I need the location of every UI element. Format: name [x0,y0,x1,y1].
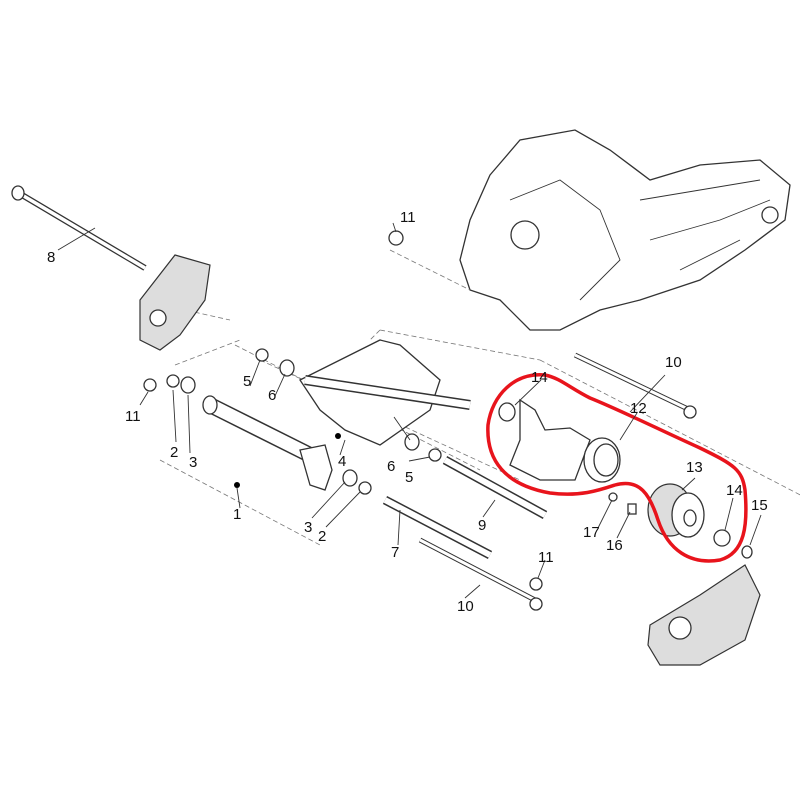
right-cover-plate [647,564,761,666]
left-cover-plate [139,254,211,351]
callout-7: 7 [391,544,399,561]
callout-10: 10 [665,354,682,371]
assembly-guides [139,249,800,546]
callout-17: 17 [583,524,600,541]
part-8-long-bolt [11,185,147,271]
callout-6: 6 [268,387,276,404]
callout-3: 3 [189,454,197,471]
bushings [143,230,543,591]
callout-2: 2 [170,444,178,461]
callout-5: 5 [405,469,413,486]
reference-dot [335,433,341,439]
callout-15: 15 [751,497,768,514]
callout-3: 3 [304,519,312,536]
callout-4: 4 [338,453,346,470]
callout-6: 6 [387,458,395,475]
callout-1: 1 [233,506,241,523]
cover-bore [149,309,167,327]
engine-crankcase [459,129,791,331]
part-1-shaft [202,395,333,491]
callout-14: 14 [726,482,743,499]
rods [382,352,697,611]
callout-13: 13 [686,459,703,476]
callout-11: 11 [400,209,416,226]
callout-8: 8 [47,249,55,266]
callout-labels: 8 11 11 2 3 5 6 4 1 3 2 6 5 7 9 10 11 10… [47,209,768,615]
cover-bore [668,616,692,640]
callout-10: 10 [457,598,474,615]
callout-5: 5 [243,373,251,390]
callout-2: 2 [318,528,326,545]
callout-12: 12 [630,400,647,417]
highlight-outline [486,373,748,563]
callout-16: 16 [606,537,623,554]
callout-11: 11 [538,549,554,566]
callout-9: 9 [478,517,486,534]
leader-lines [57,222,762,599]
engine-mount-group [498,398,753,559]
callout-14: 14 [531,369,548,386]
reference-dot [234,482,240,488]
callout-11: 11 [125,408,141,425]
